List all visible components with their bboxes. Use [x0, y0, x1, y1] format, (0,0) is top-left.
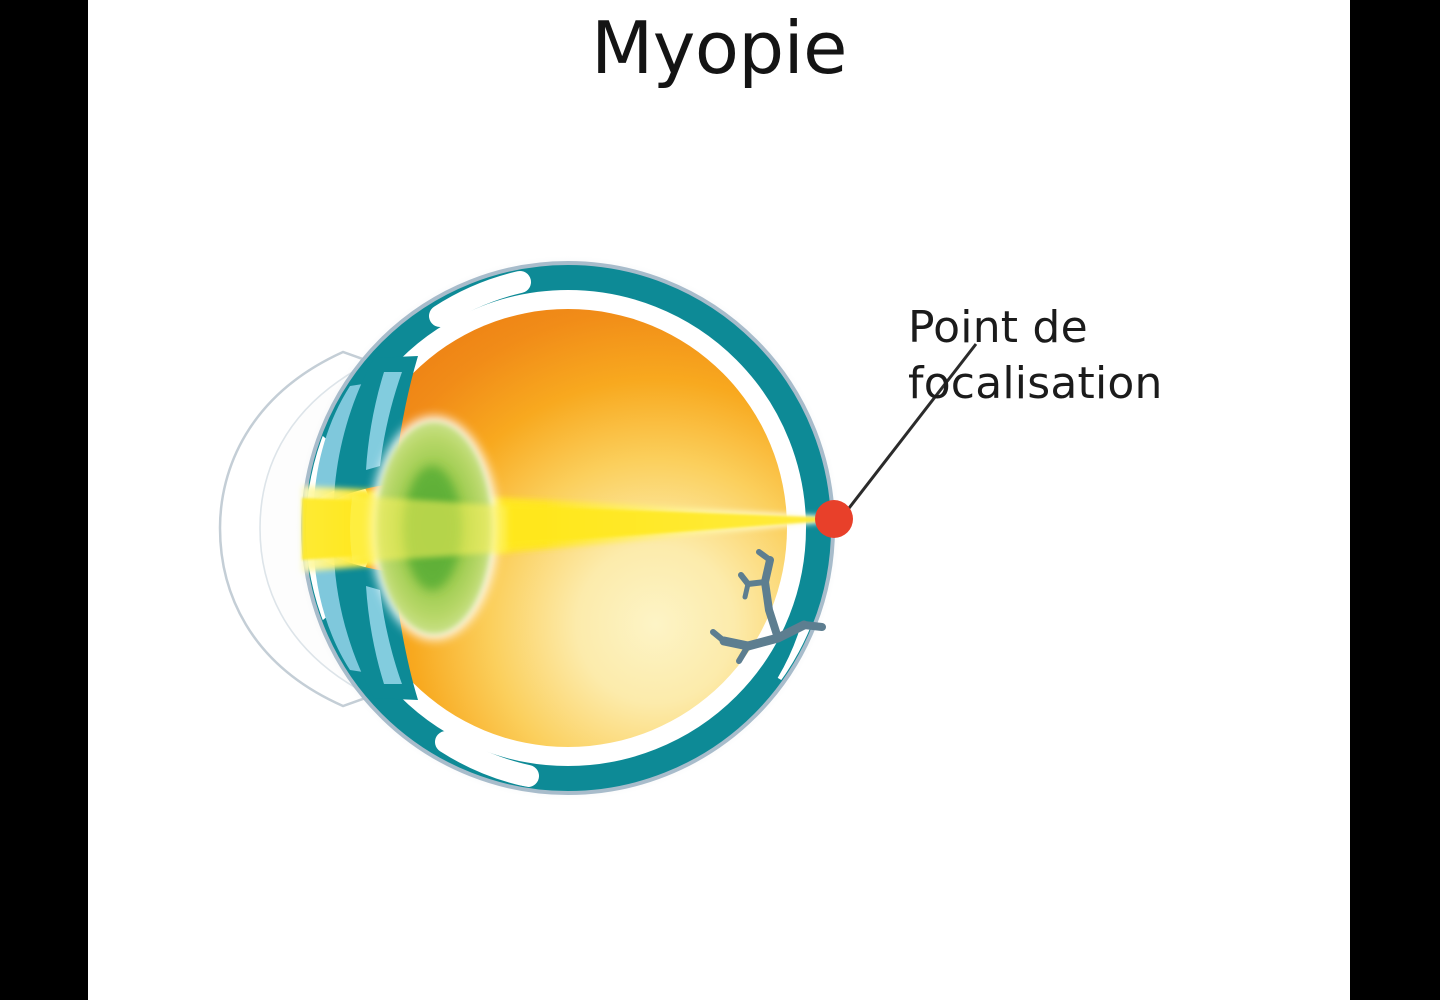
anterior-chamber-group [306, 356, 418, 700]
page-title: Myopie [591, 6, 847, 90]
sclera-gap-top [429, 271, 531, 327]
retinal-vessels-group [710, 549, 826, 664]
vessel-branch-d [736, 643, 751, 664]
sclera-gap-bottom [435, 731, 539, 787]
beam-through-lens [350, 492, 508, 566]
vessel-branch-e [710, 629, 727, 644]
cornea-highlight-lower [366, 586, 402, 684]
vessel-main-lower [719, 620, 809, 651]
vessel-branch-c [742, 581, 751, 600]
focal-point-marker [815, 500, 853, 538]
eye-cross-section-diagram [218, 256, 978, 800]
callout-leader-line [844, 343, 978, 513]
focal-point-label-line-2: focalisation [908, 358, 1163, 410]
crystalline-lens-group [350, 416, 508, 640]
focal-point-callout: Point de focalisation [908, 300, 1308, 413]
slide-canvas: Myopie [88, 0, 1350, 1000]
vessel-branch-a [756, 549, 773, 563]
vessel-root [800, 621, 826, 631]
cornea-highlight-upper [366, 372, 402, 470]
vessel-main-upper [761, 556, 782, 642]
pillarbox-left [0, 0, 88, 1000]
pillarbox-right [1350, 0, 1440, 1000]
focal-point-label-line-1: Point de [908, 302, 1088, 353]
